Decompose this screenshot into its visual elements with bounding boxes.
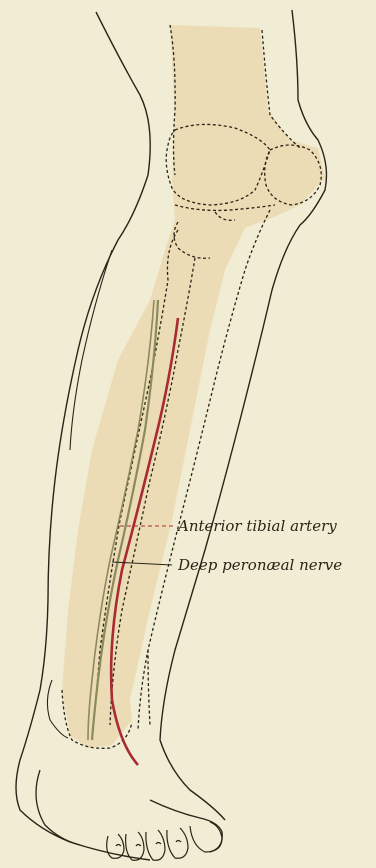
artery-label: Anterior tibial artery <box>176 517 337 535</box>
nerve-label: Deep peronæal nerve <box>177 556 342 574</box>
